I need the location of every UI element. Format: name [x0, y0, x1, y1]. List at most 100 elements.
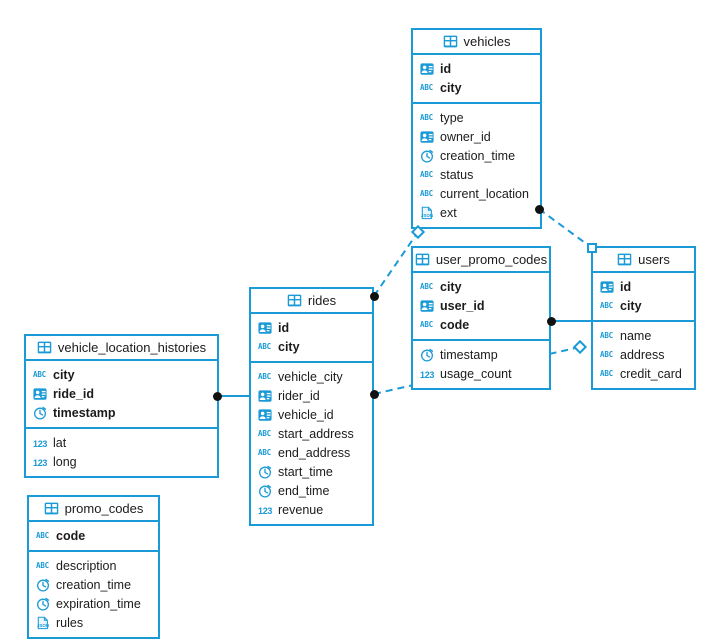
column-row[interactable]: timestamp	[26, 403, 217, 422]
column-row[interactable]: owner_id	[413, 127, 540, 146]
column-row[interactable]: id	[251, 318, 372, 337]
relationship-endpoint-dot	[212, 391, 222, 401]
abc-type-icon: ABC	[258, 341, 271, 351]
id-card-icon	[420, 299, 434, 313]
column-name: rules	[56, 615, 84, 630]
column-row[interactable]: ride_id	[26, 384, 217, 403]
abc-type-icon: ABC	[420, 112, 433, 122]
column-row[interactable]: creation_time	[413, 146, 540, 165]
id-card-icon	[258, 321, 272, 335]
column-name: revenue	[278, 502, 324, 517]
id-card-icon	[420, 130, 434, 144]
json-type-icon: JSON	[36, 616, 50, 630]
column-name: end_address	[278, 445, 351, 460]
table-header[interactable]: users	[593, 248, 694, 273]
svg-text:JSON: JSON	[37, 622, 49, 627]
column-row[interactable]: ABC name	[593, 326, 694, 345]
table-header[interactable]: vehicles	[413, 30, 540, 55]
column-row[interactable]: 123 revenue	[251, 500, 372, 519]
column-name: description	[56, 558, 117, 573]
column-name: id	[440, 61, 452, 76]
column-row[interactable]: rider_id	[251, 386, 372, 405]
column-name: status	[440, 167, 474, 182]
column-row[interactable]: vehicle_id	[251, 405, 372, 424]
relationship-endpoint-dot	[369, 291, 379, 301]
column-name: current_location	[440, 186, 529, 201]
column-row[interactable]: expiration_time	[29, 594, 158, 613]
column-row[interactable]: ABC vehicle_city	[251, 367, 372, 386]
column-name: owner_id	[440, 129, 491, 144]
column-name: city	[53, 367, 75, 382]
column-row[interactable]: start_time	[251, 462, 372, 481]
abc-type-icon: ABC	[600, 368, 613, 378]
table-header[interactable]: promo_codes	[29, 497, 158, 522]
abc-type-icon: ABC	[420, 169, 433, 179]
column-row[interactable]: end_time	[251, 481, 372, 500]
abc-type-icon: ABC	[600, 330, 613, 340]
table-name: vehicles	[463, 34, 511, 49]
column-name: city	[620, 298, 642, 313]
column-name: vehicle_id	[278, 407, 334, 422]
column-row[interactable]: id	[593, 277, 694, 296]
id-card-icon	[600, 280, 614, 294]
table-header[interactable]: user_promo_codes	[413, 248, 549, 273]
clock-icon	[420, 348, 434, 362]
clock-icon	[33, 406, 47, 420]
id-card-icon	[33, 387, 47, 401]
table-name: promo_codes	[64, 501, 144, 516]
column-name: name	[620, 328, 652, 343]
column-row[interactable]: timestamp	[413, 345, 549, 364]
id-card-icon	[258, 389, 272, 403]
column-name: end_time	[278, 483, 330, 498]
table-header[interactable]: vehicle_location_histories	[26, 336, 217, 361]
column-name: creation_time	[440, 148, 516, 163]
column-name: start_time	[278, 464, 333, 479]
column-row[interactable]: creation_time	[29, 575, 158, 594]
clock-icon	[420, 149, 434, 163]
number-type-icon: 123	[258, 505, 273, 516]
column-name: address	[620, 347, 665, 362]
column-name: usage_count	[440, 366, 512, 381]
relationship-endpoint-diamond	[572, 339, 588, 355]
column-name: user_id	[440, 298, 485, 313]
column-name: vehicle_city	[278, 369, 343, 384]
column-row[interactable]: ABC status	[413, 165, 540, 184]
column-row[interactable]: id	[413, 59, 540, 78]
relationship-endpoint-dot	[546, 316, 556, 326]
abc-type-icon: ABC	[258, 371, 271, 381]
table-name: user_promo_codes	[435, 252, 548, 267]
column-row[interactable]: user_id	[413, 296, 549, 315]
table-header[interactable]: rides	[251, 289, 372, 314]
column-row[interactable]: JSON rules	[29, 613, 158, 632]
